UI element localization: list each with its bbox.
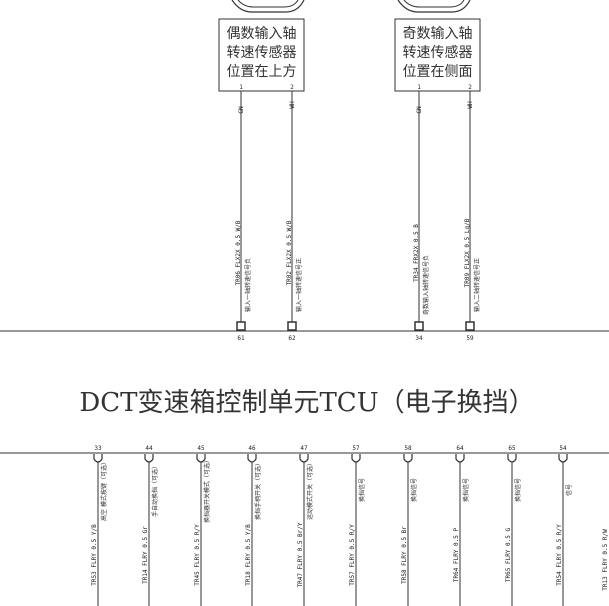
wire-spec-label: TR64 FLRY 0.5 P <box>453 528 460 583</box>
signal-label: 换挡信号 <box>514 478 522 502</box>
wire-spec-label: TR53 FLRY 0.5 Y/B <box>91 524 98 586</box>
bottom-pin-number: 47 <box>300 445 308 452</box>
wire-spec-label: TR47 FLRY 0.5 Br/Y <box>297 522 304 587</box>
sensor-name-line-2: 转速传感器 <box>227 44 297 61</box>
connector-arc-inner <box>403 0 465 8</box>
signal-label: 手自动换挡（可选） <box>151 463 159 517</box>
bottom-pin: 58 换挡信号 TR58 FLRY 0.5 Br <box>401 445 418 606</box>
sensor-name-line-3: 位置在上方 <box>227 64 297 80</box>
wire-color-label: WH <box>289 101 296 109</box>
bottom-pin: 45 换挡器开关模式（可选）TR45 FLRY 0.5 R/Y <box>194 445 211 606</box>
bottom-pin-number: 33 <box>94 445 102 452</box>
sensor-odd-input-shaft: 奇数输入轴 转速传感器 位置在侧面 1 2 GN WH TR34 FRX2X 0… <box>394 0 481 342</box>
bottom-pin-number: 45 <box>197 445 205 452</box>
connector-arc <box>397 0 471 13</box>
bottom-pin-number: 57 <box>352 445 360 452</box>
wire-color-label: GN <box>238 106 245 114</box>
wire-spec-label: TR06 FLX2X 0.5 W/B <box>235 220 242 285</box>
tcu-pin-connector <box>287 321 297 331</box>
bottom-pin-number: 44 <box>145 445 153 452</box>
bottom-pin: 33 高空 模式按键（可选）TR53 FLRY 0.5 Y/B <box>91 445 108 606</box>
wire-spec-label: TR65 FLRY 0.5 G <box>505 528 512 583</box>
bottom-pin-connector <box>403 454 413 463</box>
wire-color-label: GN <box>416 106 423 114</box>
tcu-pin-number: 34 <box>415 335 423 342</box>
wire-spec-label: TR18 FLRY 0.5 Y/B <box>245 524 252 586</box>
bottom-pin-connector <box>144 454 154 463</box>
bottom-pin-number: 46 <box>248 445 256 452</box>
sensor-name-line-1: 偶数输入轴 <box>227 26 297 42</box>
signal-label: 高空 模式按键（可选） <box>100 459 108 521</box>
tcu-pin-number: 61 <box>237 335 245 342</box>
signal-label: 信号 <box>565 484 573 496</box>
wire-spec-label: TR14 FLRY 0.5 Gr <box>142 526 149 584</box>
tcu-pin-connector <box>236 321 246 331</box>
wire-spec-label: TR09 FLX2X 0.5 Lg/B <box>464 218 471 287</box>
signal-label: 输入二轴转速信号正 <box>473 258 481 312</box>
bottom-pin-connector <box>507 454 517 463</box>
connector-arc-inner <box>237 0 299 8</box>
bottom-pin: 54 信号 TR54 FLRY 0.5 R/Y <box>556 445 573 606</box>
sensor-name-line-3: 位置在侧面 <box>403 64 473 80</box>
edge-wire-label: TR13 FLRY 0.5 R/W <box>602 529 609 591</box>
wire-spec-label: TR02 FLX2X 0.5 W/B <box>286 220 293 285</box>
bottom-pin: 64 换挡信号 TR64 FLRY 0.5 P <box>453 445 470 606</box>
bottom-pin-number: 54 <box>559 445 567 452</box>
bottom-pin-number: 58 <box>404 445 412 452</box>
wire-color-label: WH <box>467 101 474 109</box>
sensor-pin-1: 1 <box>239 84 243 91</box>
bottom-pin: 46 换挡手柄开关（可选）TR18 FLRY 0.5 Y/B <box>245 445 262 606</box>
connector-arc <box>231 0 305 13</box>
sensor-pin-2: 2 <box>468 84 472 91</box>
wire-spec-label: TR45 FLRY 0.5 R/Y <box>194 524 201 586</box>
bottom-pin: 47 运动模式开关（可选）TR47 FLRY 0.5 Br/Y <box>297 445 314 606</box>
signal-label: 换挡信号 <box>358 478 366 502</box>
sensor-pin-1: 1 <box>417 84 421 91</box>
bottom-pin-connector <box>455 454 465 463</box>
signal-label: 运动模式开关（可选） <box>306 460 314 520</box>
bottom-pin-number: 65 <box>508 445 516 452</box>
sensor-pin-2: 2 <box>290 84 294 91</box>
tcu-pin-connector <box>465 321 475 331</box>
wire-spec-label: TR34 FRX2X 0.5 B <box>413 224 420 282</box>
bottom-pin-number: 64 <box>456 445 464 452</box>
sensor-name-line-1: 奇数输入轴 <box>403 25 473 42</box>
tcu-title: DCT变速箱控制单元TCU（电子换挡） <box>79 388 534 418</box>
signal-label: 换挡信号 <box>410 478 418 502</box>
signal-label: 换挡信号 <box>462 478 470 502</box>
signal-label: 换挡器开关模式（可选） <box>203 457 211 523</box>
bottom-pin: 44 手自动换挡（可选） TR14 FLRY 0.5 Gr <box>142 445 159 606</box>
bottom-pin-row: 33 高空 模式按键（可选）TR53 FLRY 0.5 Y/B 44 手自动换挡（可选… <box>91 445 573 606</box>
sensor-box <box>218 18 305 92</box>
sensor-name-line-2: 转速传感器 <box>403 44 473 61</box>
signal-label: 奇数输入轴转速信号负 <box>422 255 430 315</box>
bottom-pin-connector <box>351 454 361 463</box>
wire-spec-label: TR57 FLRY 0.5 R/Y <box>349 524 356 586</box>
wire-spec-label: TR54 FLRY 0.5 R/Y <box>556 524 563 586</box>
bottom-pin: 65 换挡信号 TR65 FLRY 0.5 G <box>505 445 522 606</box>
signal-label: 换挡手柄开关（可选） <box>254 460 262 520</box>
bottom-pin: 57 换挡信号 TR57 FLRY 0.5 R/Y <box>349 445 366 606</box>
sensor-even-input-shaft: 偶数输入轴 转速传感器 位置在上方 1 2 GN WH TR06 FLX2X 0… <box>218 0 305 342</box>
wire-spec-label: TR58 FLRY 0.5 Br <box>401 526 408 584</box>
sensor-box <box>394 18 481 92</box>
tcu-pin-number: 59 <box>466 335 474 342</box>
signal-label: 输入一轴转速信号正 <box>295 258 303 312</box>
tcu-pin-number: 62 <box>288 335 296 342</box>
signal-label: 输入一轴转速信号负 <box>244 258 252 312</box>
bottom-pin-connector <box>558 454 568 463</box>
tcu-pin-connector <box>414 321 424 331</box>
